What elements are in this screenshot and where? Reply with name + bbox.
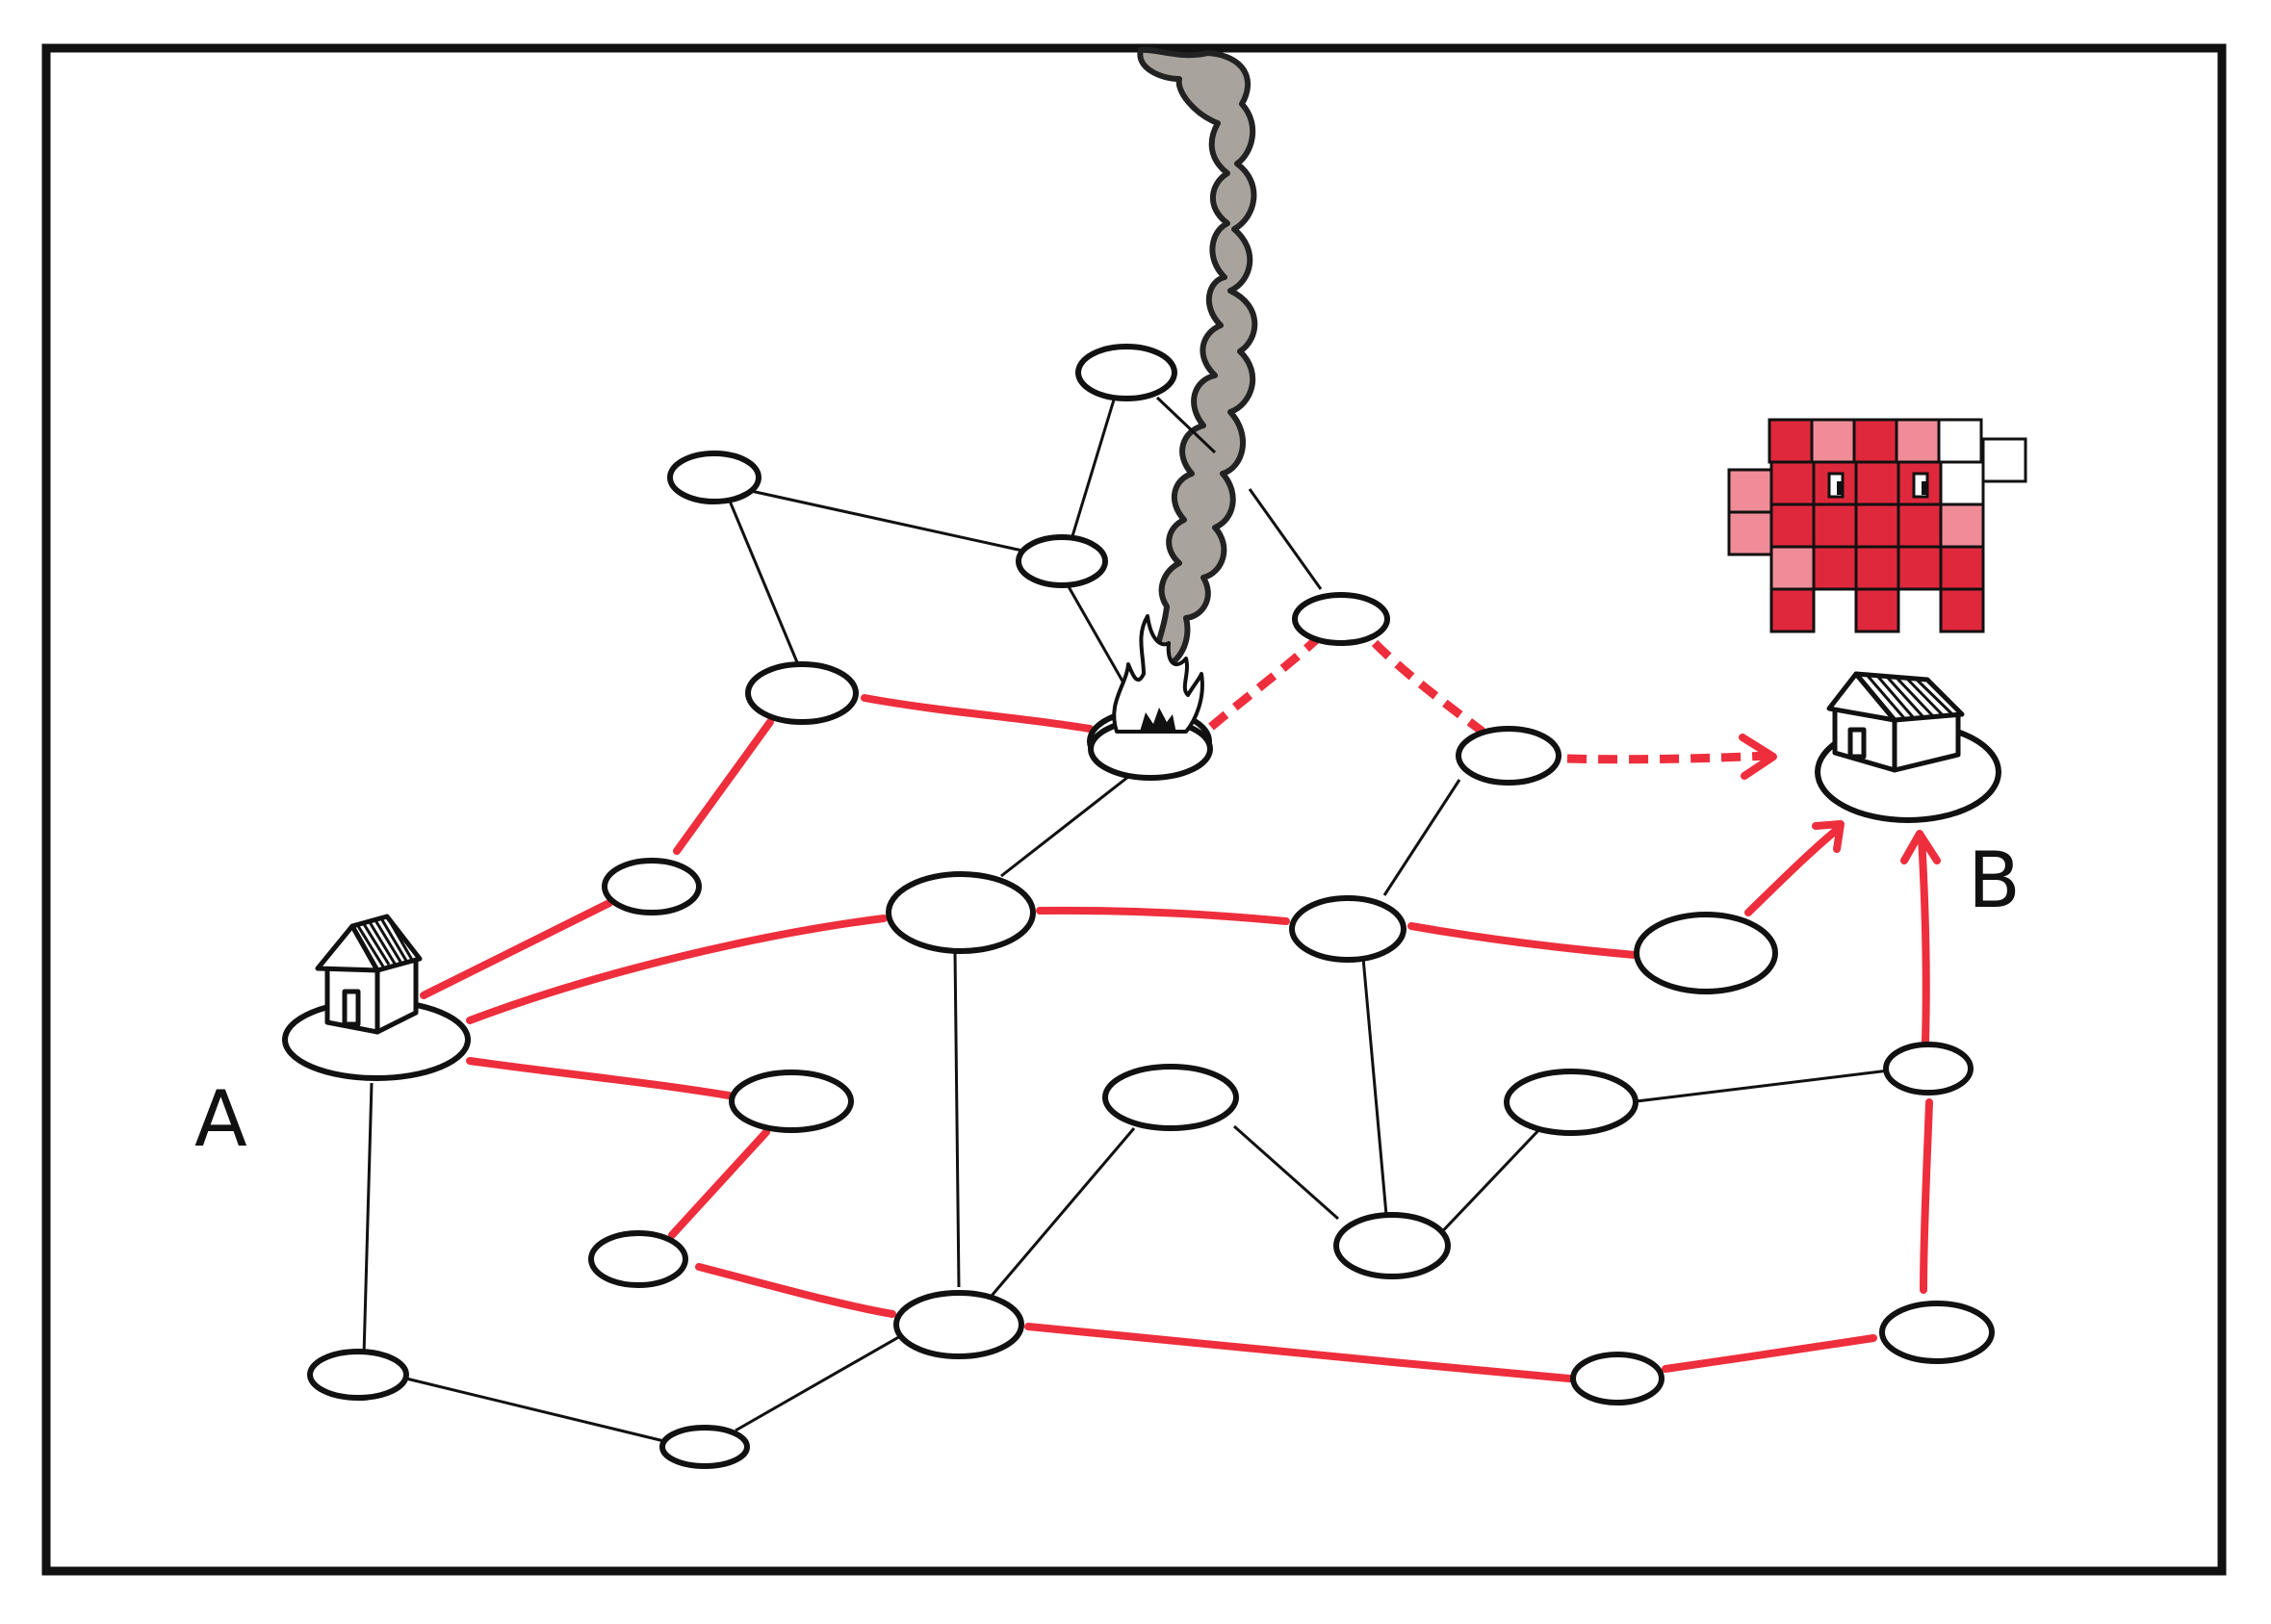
link	[1431, 1122, 1546, 1244]
link	[1000, 764, 1143, 878]
route-link	[1024, 1323, 1573, 1382]
node	[1075, 344, 1177, 401]
house-icon	[315, 914, 423, 1035]
route-link-dashed	[1371, 639, 1485, 735]
arrow-icon	[1812, 820, 1845, 853]
route-link	[673, 718, 774, 855]
link	[1071, 396, 1117, 537]
end-label: B	[1968, 836, 2021, 925]
link	[1233, 1124, 1339, 1221]
node	[1879, 1301, 1995, 1364]
route-link	[861, 694, 1094, 733]
node	[1289, 895, 1406, 963]
link	[1636, 1069, 1890, 1103]
link	[1361, 957, 1388, 1216]
route-link	[420, 899, 613, 999]
route-link	[1407, 922, 1639, 959]
network-links	[362, 396, 1890, 1444]
link	[990, 1127, 1136, 1297]
arrow-icon	[1900, 830, 1941, 864]
route-link	[695, 1263, 896, 1318]
node	[729, 1070, 854, 1133]
node	[893, 1290, 1024, 1359]
link	[1382, 779, 1461, 896]
node	[1883, 1042, 1974, 1096]
node	[1456, 726, 1561, 786]
link	[405, 1377, 669, 1444]
node	[1016, 534, 1108, 588]
diagram-frame	[41, 43, 2227, 1576]
pixel-monster-icon	[1727, 418, 2027, 633]
link	[722, 486, 799, 663]
link	[1065, 582, 1130, 692]
route-link-dashed	[1566, 751, 1768, 764]
node	[588, 1230, 688, 1288]
node	[1102, 1064, 1239, 1131]
node	[745, 661, 859, 725]
arrowheads	[1739, 734, 1941, 864]
link	[750, 489, 1023, 553]
route-link	[1662, 1334, 1877, 1373]
route-link	[1036, 906, 1290, 925]
link	[735, 1322, 923, 1432]
arrow-icon	[1739, 734, 1777, 780]
link	[1248, 488, 1323, 590]
node	[1333, 1212, 1451, 1279]
route-links	[420, 694, 1933, 1382]
node	[1570, 1352, 1665, 1405]
fire-icon	[1112, 614, 1204, 734]
route-link	[668, 1128, 770, 1239]
node	[886, 871, 1036, 954]
link	[953, 950, 961, 1288]
start-label: A	[194, 1074, 247, 1164]
house-icon	[1826, 671, 1965, 773]
node	[1634, 912, 1778, 994]
node	[1292, 592, 1390, 646]
node	[659, 1425, 750, 1469]
node	[307, 1349, 409, 1401]
route-link	[1920, 1098, 1933, 1294]
route-link	[466, 1057, 733, 1099]
node	[1504, 1069, 1639, 1136]
link	[1155, 396, 1217, 454]
route-link	[466, 915, 888, 1024]
route-link-dashed	[1208, 633, 1323, 731]
link	[362, 1082, 374, 1356]
node	[667, 451, 761, 504]
detour-route	[1208, 633, 1768, 764]
node	[602, 858, 702, 915]
route-link	[1744, 826, 1841, 916]
route-link	[1918, 834, 1930, 1045]
